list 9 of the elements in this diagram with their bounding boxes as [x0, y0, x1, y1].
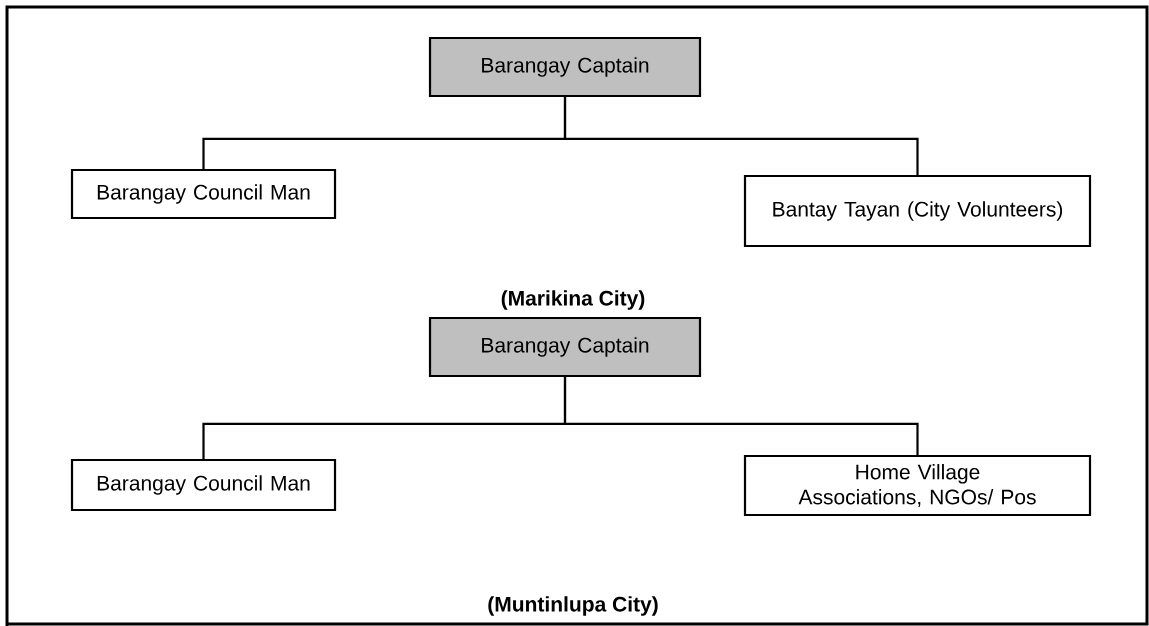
org-box: Barangay Council Man — [70, 458, 337, 512]
org-box: Barangay Captain — [428, 316, 702, 378]
org-box: Barangay Council Man — [70, 168, 337, 220]
connector-line — [563, 97, 919, 175]
org-box: Barangay Captain — [428, 36, 702, 98]
org-box: Bantay Tayan (City Volunteers) — [743, 174, 1092, 248]
city-caption: (Muntinlupa City) — [488, 596, 658, 616]
org-box: Home Village Associations, NGOs/ Pos — [743, 454, 1092, 517]
connector-line — [563, 377, 919, 455]
